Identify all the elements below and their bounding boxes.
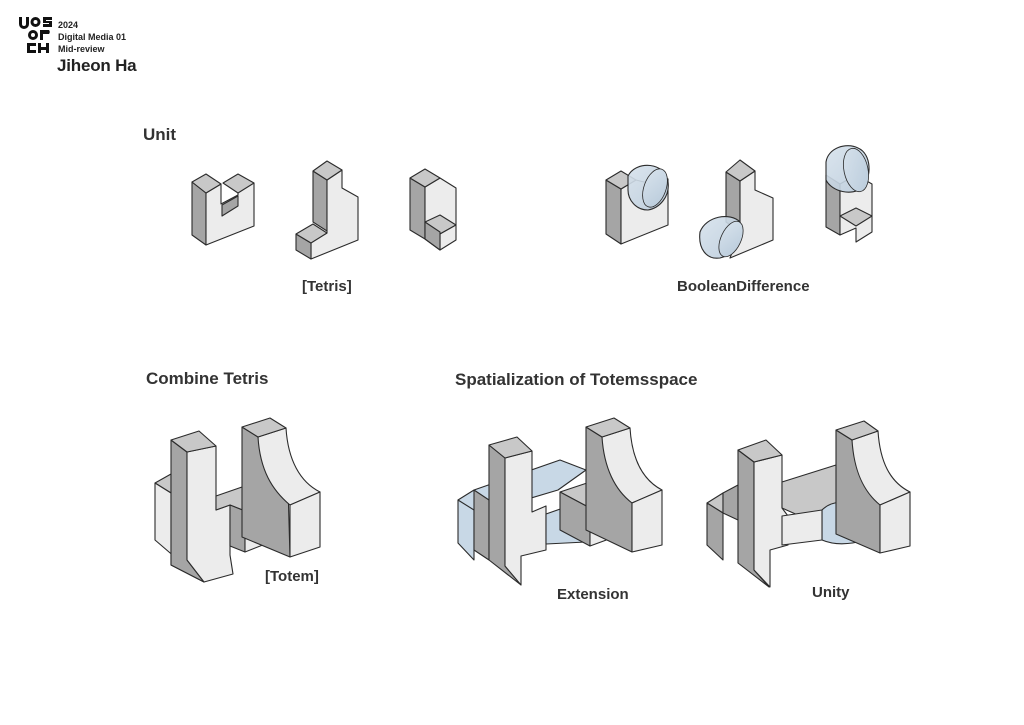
combine-heading: Combine Tetris <box>146 369 269 388</box>
boolean-unit-2 <box>699 159 774 259</box>
tetris-unit-u <box>191 173 255 246</box>
author-name: Jiheon Ha <box>57 56 137 75</box>
boolean-caption: BooleanDifference <box>677 278 810 295</box>
tetris-caption: [Tetris] <box>302 278 352 295</box>
extension-model <box>457 417 663 586</box>
boolean-unit-1 <box>605 164 669 245</box>
header-meta: 2024 Digital Media 01 Mid-review <box>58 19 126 55</box>
meta-year: 2024 <box>58 20 79 30</box>
meta-review: Mid-review <box>58 44 105 54</box>
extension-caption: Extension <box>557 586 629 603</box>
tetris-unit-c <box>409 168 457 251</box>
meta-course: Digital Media 01 <box>58 32 127 42</box>
unity-caption: Unity <box>812 584 850 601</box>
tetris-unit-l <box>295 160 359 260</box>
boolean-unit-3 <box>825 145 873 243</box>
unity-model <box>706 420 911 588</box>
unit-heading: Unit <box>143 125 177 144</box>
uos-arch-logo <box>19 17 52 53</box>
totem-caption: [Totem] <box>265 568 319 585</box>
spatial-heading: Spatialization of Totemsspace <box>455 370 698 389</box>
totem-model <box>154 417 321 583</box>
